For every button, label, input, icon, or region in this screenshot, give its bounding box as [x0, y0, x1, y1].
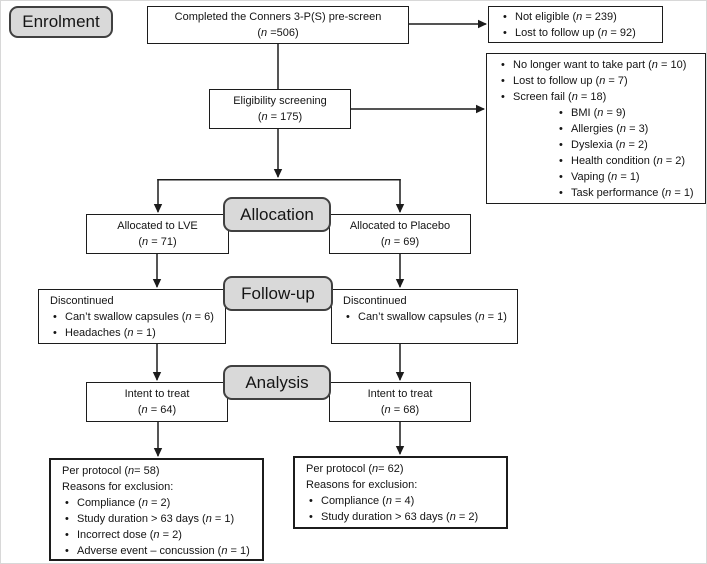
bullet-icon: • [559, 107, 563, 119]
box-not-eligible: • Not eligible (n = 239) • Lost to follow … [488, 6, 663, 43]
bullet-icon: • [559, 187, 563, 199]
box-text-line: Intent to treat [367, 388, 433, 400]
bullet-icon: • [559, 171, 563, 183]
box-discontinued-placebo: Discontinued • Can’t swallow capsules (n … [331, 289, 518, 344]
list-item-text: Lost to follow up (n = 92) [515, 26, 636, 39]
bullet-icon: • [309, 495, 313, 507]
box-title: Discontinued [343, 295, 407, 307]
bullet-icon: • [65, 529, 69, 541]
box-prescreen: Completed the Conners 3-P(S) pre-screen … [147, 6, 409, 44]
box-eligibility: Eligibility screening (n = 175) [209, 89, 351, 129]
list-item-text: Study duration > 63 days (n = 2) [321, 511, 479, 523]
box-text-line: (n = 69) [380, 236, 420, 248]
bullet-icon: • [65, 497, 69, 509]
list-item-text: Vaping (n = 1) [571, 171, 640, 183]
box-text-line: (n = 64) [137, 404, 177, 416]
list-item-text: Health condition (n = 2) [571, 155, 686, 167]
box-perprotocol-placebo: Per protocol (n = 62) Reasons for exclus… [293, 456, 508, 529]
box-discontinued-lve: Discontinued • Can’t swallow capsules (n … [38, 289, 226, 344]
list-item-text: Compliance (n = 2) [77, 497, 171, 509]
box-text-line: Eligibility screening [233, 95, 327, 107]
box-text-line: Allocated to Placebo [349, 220, 451, 232]
bullet-icon: • [501, 59, 505, 71]
list-item-text: Allergies (n = 3) [571, 123, 649, 135]
stage-label-followup: Follow-up [223, 276, 333, 311]
bullet-icon: • [501, 75, 505, 87]
box-text-line: Completed the Conners 3-P(S) pre-screen [174, 11, 382, 23]
box-intent-lve: Intent to treat (n = 64) [86, 382, 228, 422]
stage-label-allocation: Allocation [223, 197, 331, 232]
list-item-text: Not eligible (n = 239) [515, 10, 617, 23]
list-item-text: Headaches (n = 1) [65, 327, 156, 339]
box-text-line: (n = 175) [257, 111, 303, 123]
box-allocated-placebo: Allocated to Placebo (n = 69) [329, 214, 471, 254]
bullet-icon: • [53, 311, 57, 323]
bullet-icon: • [503, 26, 507, 39]
list-item-text: Dyslexia (n = 2) [571, 139, 648, 151]
list-item-text: No longer want to take part (n = 10) [513, 59, 687, 71]
bullet-icon: • [65, 545, 69, 557]
box-intent-placebo: Intent to treat (n = 68) [329, 382, 471, 422]
list-item-text: BMI (n = 9) [571, 107, 626, 119]
box-perprotocol-lve: Per protocol (n = 58) Reasons for exclus… [49, 458, 264, 561]
box-text-line: Intent to treat [124, 388, 190, 400]
list-item-text: Incorrect dose (n = 2) [77, 529, 182, 541]
stage-label-enrolment: Enrolment [9, 6, 113, 38]
bullet-icon: • [309, 511, 313, 523]
box-title: Per protocol (n = 58) [62, 465, 160, 477]
box-text-line: (n =506) [257, 27, 299, 39]
bullet-icon: • [65, 513, 69, 525]
list-item-text: Study duration > 63 days (n = 1) [77, 513, 235, 525]
list-item-text: Screen fail (n = 18) [513, 91, 607, 103]
box-subtitle: Reasons for exclusion: [62, 481, 174, 493]
stage-label-analysis: Analysis [223, 365, 331, 400]
box-text-line: (n = 68) [380, 404, 420, 416]
bullet-icon: • [559, 155, 563, 167]
list-item-text: Task performance (n = 1) [571, 187, 694, 199]
list-item-text: Can’t swallow capsules (n = 1) [358, 311, 507, 323]
bullet-icon: • [559, 123, 563, 135]
box-text-line: (n = 71) [138, 236, 177, 248]
bullet-icon: • [501, 91, 505, 103]
box-title: Per protocol (n = 62) [306, 463, 404, 475]
list-item-text: Can’t swallow capsules (n = 6) [65, 311, 214, 323]
box-allocated-lve: Allocated to LVE (n = 71) [86, 214, 229, 254]
bullet-icon: • [346, 311, 350, 323]
box-screen-exclusions: • No longer want to take part (n = 10) • L… [486, 53, 706, 204]
box-title: Discontinued [50, 295, 114, 307]
bullet-icon: • [559, 139, 563, 151]
box-text-line: Allocated to LVE [117, 220, 198, 232]
bullet-icon: • [503, 10, 507, 23]
list-item-text: Adverse event – concussion (n = 1) [77, 545, 250, 557]
list-item-text: Lost to follow up (n = 7) [513, 75, 628, 87]
list-item-text: Compliance (n = 4) [321, 495, 415, 507]
box-subtitle: Reasons for exclusion: [306, 479, 418, 491]
bullet-icon: • [53, 327, 57, 339]
